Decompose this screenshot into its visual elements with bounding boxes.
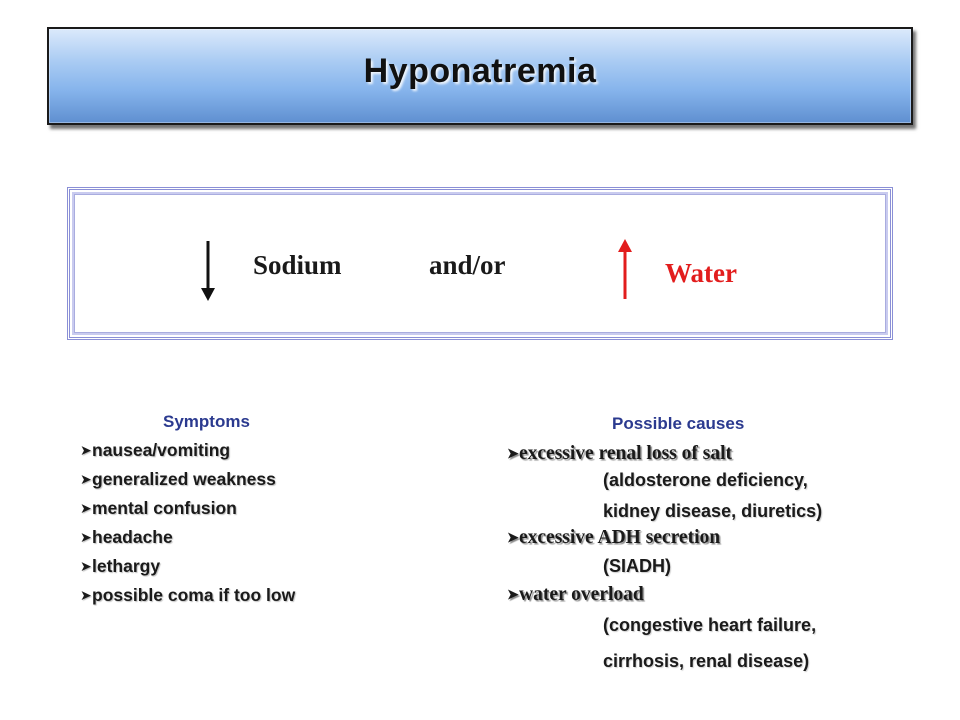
list-item: ➤mental confusion <box>80 494 295 523</box>
causes-heading: Possible causes <box>612 414 745 433</box>
water-label: Water <box>665 258 737 288</box>
list-item: ➤lethargy <box>80 552 295 581</box>
list-item: ➤generalized weakness <box>80 465 295 494</box>
sodium-label: Sodium <box>253 250 342 280</box>
arrow-bullet-icon: ➤ <box>80 558 92 574</box>
title-banner: Hyponatremia <box>47 27 913 125</box>
page-title: Hyponatremia <box>363 51 597 90</box>
symptoms-heading: Symptoms <box>163 412 250 431</box>
formula-box: Sodium and/or Water <box>67 187 893 340</box>
cause-detail: (congestive heart failure, <box>603 615 817 635</box>
cause-detail: kidney disease, diuretics) <box>603 501 823 521</box>
down-arrow-icon <box>201 241 215 301</box>
cause-detail: cirrhosis, renal disease) <box>603 651 810 671</box>
arrow-bullet-icon: ➤ <box>507 447 519 462</box>
arrow-bullet-icon: ➤ <box>80 500 92 516</box>
cause-item: ➤water overload <box>507 584 644 605</box>
up-arrow-icon <box>618 239 632 299</box>
cause-item: ➤excessive ADH secretion <box>507 527 721 548</box>
cause-detail: (aldosterone deficiency, <box>603 470 808 490</box>
list-item: ➤possible coma if too low <box>80 581 295 610</box>
arrow-bullet-icon: ➤ <box>507 588 519 603</box>
symptoms-list: ➤nausea/vomiting ➤generalized weakness ➤… <box>80 436 295 610</box>
arrow-bullet-icon: ➤ <box>80 471 92 487</box>
list-item: ➤nausea/vomiting <box>80 436 295 465</box>
arrow-bullet-icon: ➤ <box>507 531 519 546</box>
cause-item: ➤excessive renal loss of salt <box>507 443 733 464</box>
cause-detail: (SIADH) <box>603 556 671 576</box>
andor-label: and/or <box>429 250 506 280</box>
list-item: ➤headache <box>80 523 295 552</box>
arrow-bullet-icon: ➤ <box>80 587 92 603</box>
arrow-bullet-icon: ➤ <box>80 442 92 458</box>
arrow-bullet-icon: ➤ <box>80 529 92 545</box>
